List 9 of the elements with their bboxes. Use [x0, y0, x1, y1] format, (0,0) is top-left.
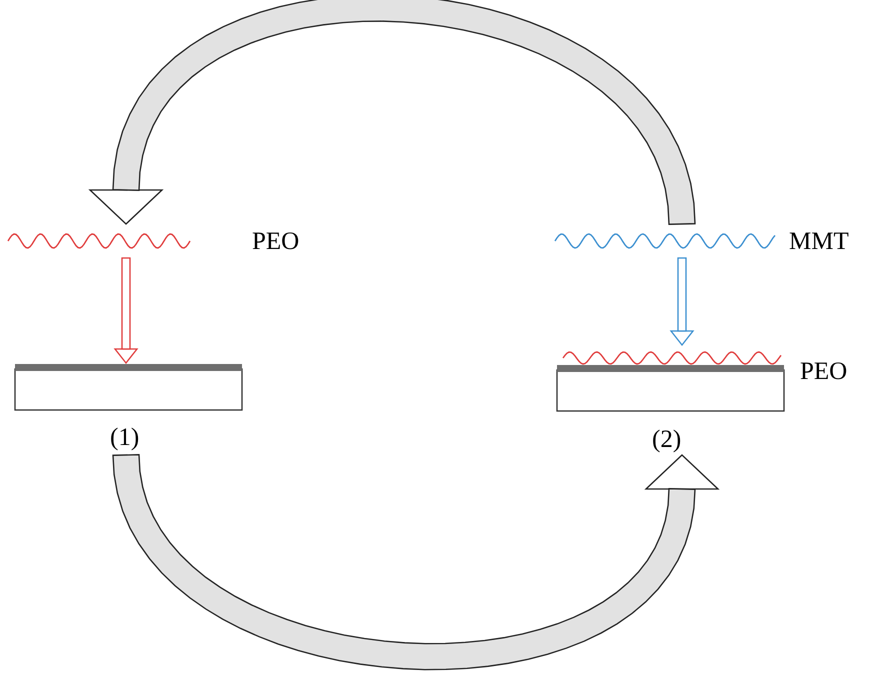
block-arrow [112, 454, 719, 670]
stage-label: (2) [652, 427, 682, 452]
stage-label: (1) [110, 425, 140, 450]
block-arrow [670, 257, 694, 346]
material-label: PEO [252, 229, 300, 254]
material-label: PEO [800, 359, 848, 384]
block-arrow [89, 0, 696, 225]
material-label: MMT [789, 229, 849, 254]
block-arrow [114, 257, 138, 364]
